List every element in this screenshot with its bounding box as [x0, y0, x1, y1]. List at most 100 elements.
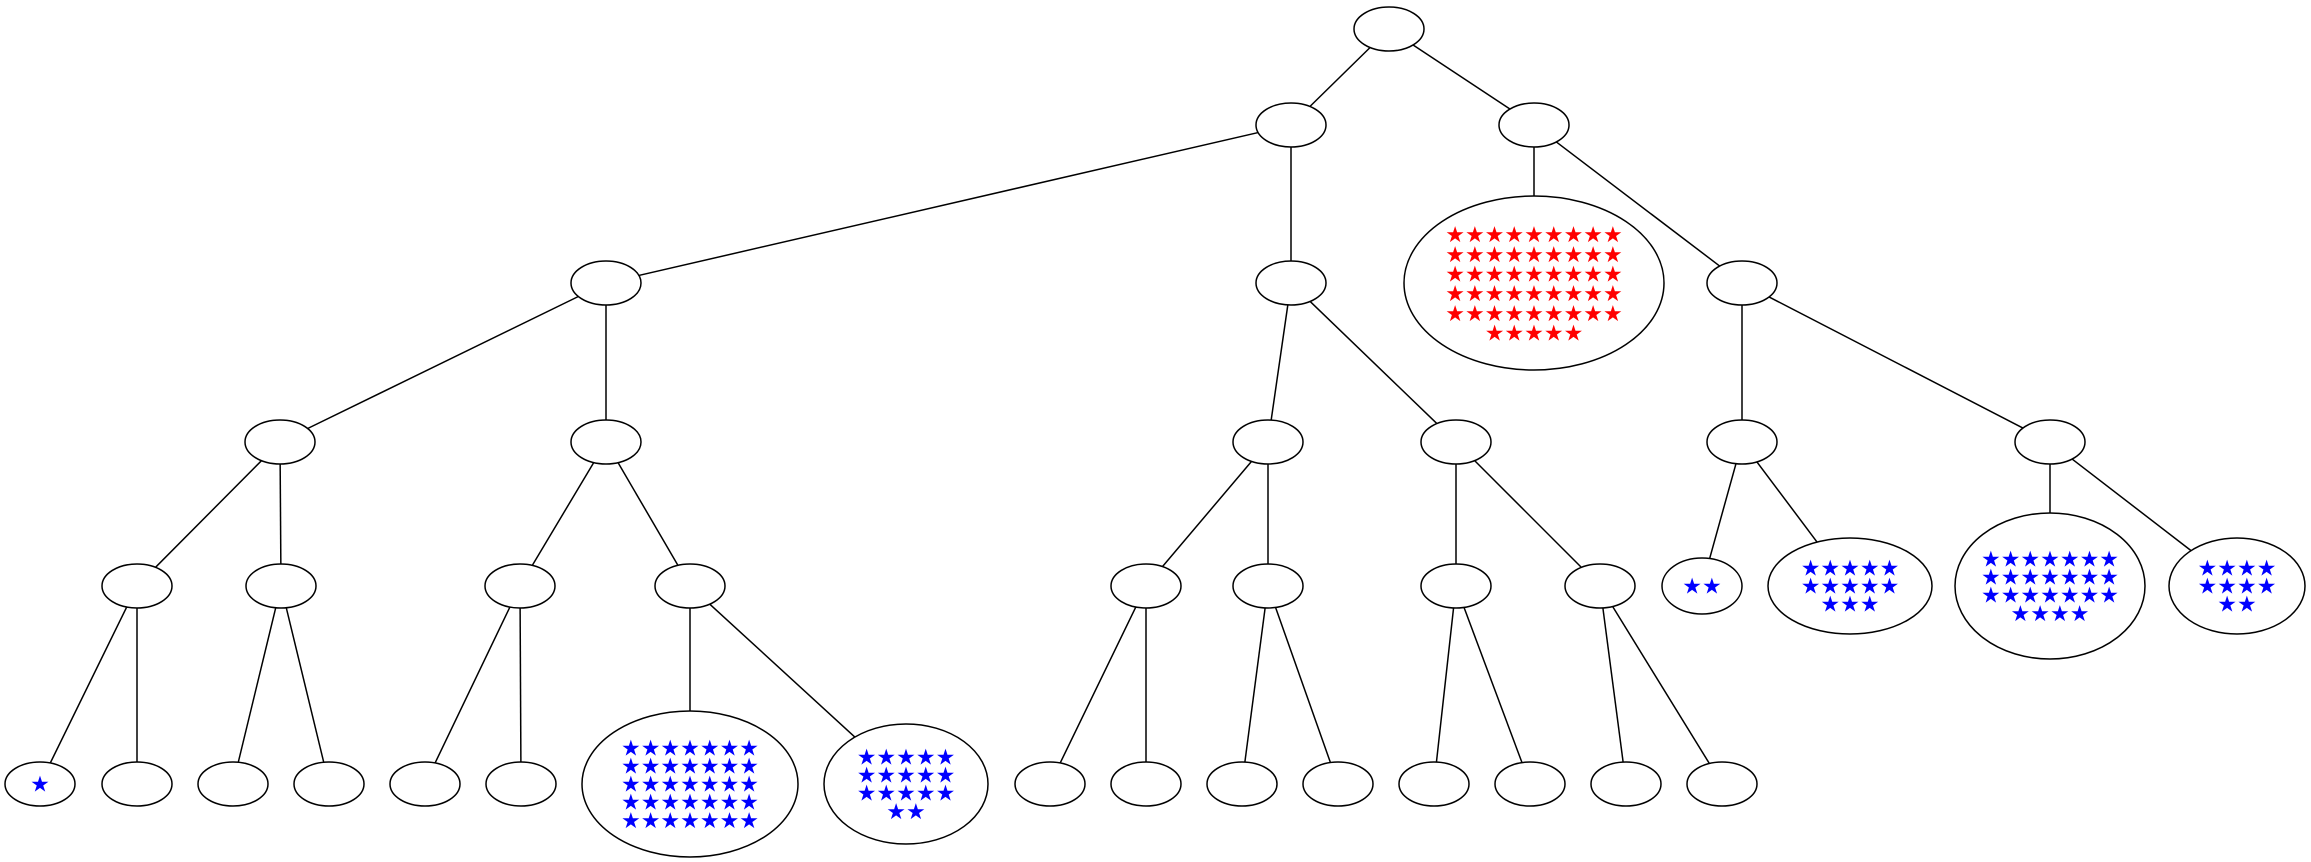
tree-node: ★ — [4, 761, 76, 807]
star-icon-row: ★★★ — [1820, 593, 1879, 618]
tree-node — [570, 260, 642, 306]
edge-n9-n17 — [1161, 460, 1253, 568]
node-ellipse — [570, 419, 642, 465]
node-ellipse — [1706, 260, 1778, 306]
node-ellipse — [1767, 537, 1933, 635]
edge-n7-n13 — [155, 460, 262, 568]
edge-n10-n20 — [1474, 460, 1582, 568]
star-icon-row: ★★★★★★★ — [621, 737, 759, 762]
tree-node — [1110, 761, 1182, 807]
node-ellipse — [1398, 761, 1470, 807]
node-ellipse — [581, 710, 799, 858]
star-icons: ★★★★★★★★★★★★★★★★★★★★★★★★★★★★★★★★★★★ — [621, 737, 759, 834]
node-ellipse — [1954, 512, 2146, 660]
tree-node — [244, 419, 316, 465]
tree-node — [293, 761, 365, 807]
node-ellipse — [1706, 419, 1778, 465]
node-ellipse — [101, 761, 173, 807]
tree-node: ★★★★★★★★★★★★★★★★★★★★★★★★★★★★★★★★★★★ — [581, 710, 799, 858]
edge-n2-n6 — [1555, 141, 1721, 267]
tree-node — [1255, 102, 1327, 148]
edge-n6-n12 — [1768, 296, 2024, 429]
node-ellipse — [1302, 761, 1374, 807]
node-ellipse — [1232, 563, 1304, 609]
tree-node — [1498, 102, 1570, 148]
tree-node: ★★★★★★★★★★★★★ — [1767, 537, 1933, 635]
star-icon-row: ★★★★★ — [857, 764, 956, 789]
node-ellipse — [484, 563, 556, 609]
node-ellipse — [1420, 419, 1492, 465]
edge-n1-n3 — [638, 131, 1259, 277]
star-icon-row: ★★ — [1682, 575, 1721, 600]
edge-n16-n32 — [709, 603, 856, 738]
star-icon-row: ★★★★★ — [1485, 322, 1584, 347]
edge-n13-n25 — [49, 606, 128, 764]
star-icon-row: ★★★★★★★ — [1981, 584, 2119, 609]
edge-n17-n33 — [1059, 606, 1137, 764]
tree-node — [1302, 761, 1374, 807]
tree-node — [485, 761, 557, 807]
node-ellipse — [244, 419, 316, 465]
tree-node — [1232, 419, 1304, 465]
star-icon-row: ★★★★★★★★★ — [1445, 223, 1623, 248]
tree-node — [1590, 761, 1662, 807]
tree-node — [1564, 563, 1636, 609]
node-ellipse — [1661, 557, 1743, 615]
star-icon-row: ★★★★★ — [857, 746, 956, 771]
node-ellipse — [1255, 260, 1327, 306]
edge-n8-n16 — [617, 462, 679, 566]
tree-node — [1686, 761, 1758, 807]
node-ellipse — [1014, 761, 1086, 807]
star-icons: ★★★★★★★★★★★★★★★★★★★★★★★★★ — [1981, 548, 2119, 627]
tree-node: ★★ — [1661, 557, 1743, 615]
node-ellipse — [1590, 761, 1662, 807]
tree-node: ★★★★★★★★★★★★★★★★★ — [823, 723, 989, 845]
node-ellipse — [1353, 6, 1425, 52]
tree-node — [654, 563, 726, 609]
star-icon-row: ★★★★★★★ — [621, 809, 759, 834]
edge-n4-n10 — [1309, 300, 1438, 425]
edge-n20-n39 — [1602, 607, 1624, 763]
tree-node — [1255, 260, 1327, 306]
node-ellipse — [1403, 195, 1665, 371]
node-ellipse — [1686, 761, 1758, 807]
star-icon-row: ★★★★★ — [1801, 557, 1900, 582]
node-ellipse — [4, 761, 76, 807]
tree-node — [245, 563, 317, 609]
star-icon-row: ★★★★★ — [857, 782, 956, 807]
star-icon-row: ★★★★★★★★★ — [1445, 243, 1623, 268]
star-icon-row: ★★★★★★★ — [1981, 548, 2119, 573]
edge-n15-n29 — [434, 606, 511, 764]
node-ellipse — [2014, 419, 2086, 465]
node-ellipse — [1206, 761, 1278, 807]
edge-n18-n36 — [1274, 607, 1332, 763]
node-ellipse — [245, 563, 317, 609]
star-icon-row: ★★★★★★★ — [1981, 566, 2119, 591]
node-ellipse — [1110, 761, 1182, 807]
tree-node — [1232, 563, 1304, 609]
edge-n18-n35 — [1244, 607, 1266, 763]
edge-n19-n38 — [1463, 607, 1523, 763]
star-icon-row: ★ — [30, 773, 50, 798]
edge-n12-n24 — [2071, 458, 2192, 552]
star-icon-row: ★★★★★ — [1801, 575, 1900, 600]
edge-n0-n2 — [1412, 44, 1511, 110]
node-ellipse — [1564, 563, 1636, 609]
tree-node — [484, 563, 556, 609]
tree-node — [1420, 419, 1492, 465]
edge-n20-n40 — [1612, 606, 1710, 764]
tree-node — [1110, 563, 1182, 609]
node-ellipse — [570, 260, 642, 306]
star-icon-row: ★★★★★★★★★ — [1445, 302, 1623, 327]
node-ellipse — [1498, 102, 1570, 148]
tree-node — [1706, 260, 1778, 306]
star-icon-row: ★★ — [2217, 593, 2256, 618]
tree-node — [1706, 419, 1778, 465]
tree-node — [197, 761, 269, 807]
star-icons: ★★★★★★★★★★★★★★★★★★★★★★★★★★★★★★★★★★★★★★★★… — [1445, 223, 1623, 346]
tree-node: ★★★★★★★★★★★★★★★★★★★★★★★★★★★★★★★★★★★★★★★★… — [1403, 195, 1665, 371]
node-ellipse — [389, 761, 461, 807]
edge-n4-n9 — [1270, 304, 1289, 421]
edge-n14-n28 — [285, 607, 325, 763]
